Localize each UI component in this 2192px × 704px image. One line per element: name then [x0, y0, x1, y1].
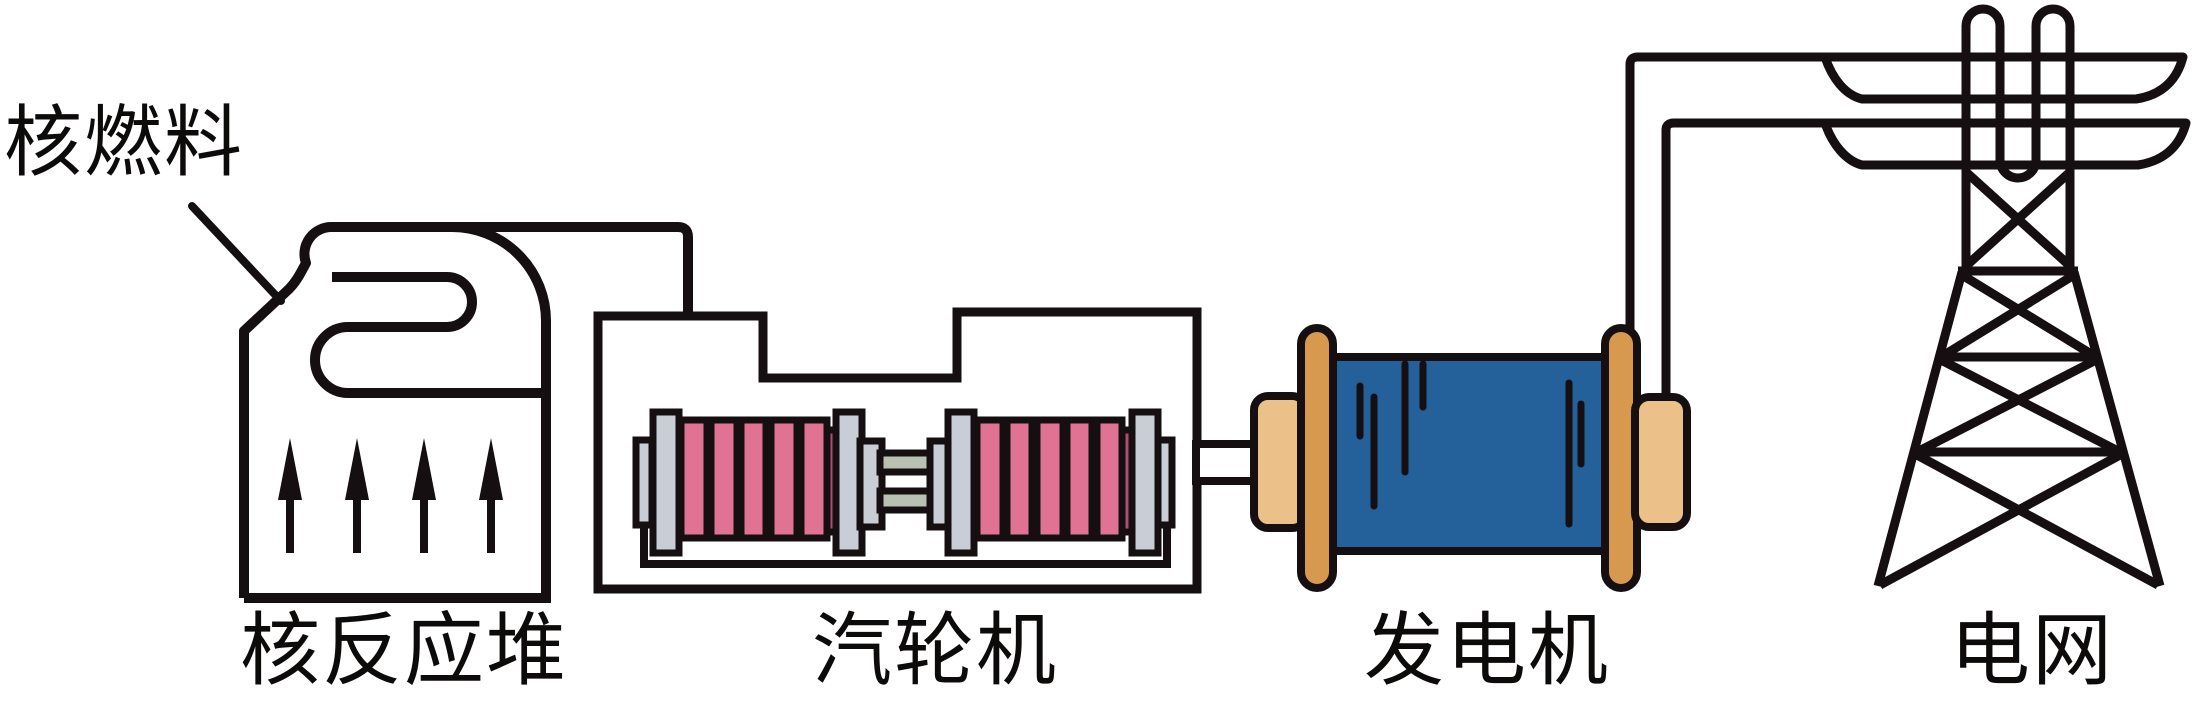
turbine-rotor-right	[944, 408, 1162, 557]
up-arrow-head-icon	[412, 438, 436, 500]
tower-xbrace-2	[1938, 271, 2099, 361]
tower-xbrace-4	[1877, 451, 2161, 589]
label-generator: 发电机	[1364, 608, 1610, 696]
reactor-steam-coil	[310, 272, 546, 398]
turbine-blade	[1003, 416, 1036, 542]
power-grid-tower	[1820, 4, 2191, 589]
reactor-outline-and-steam-pipe	[239, 221, 693, 598]
turbine-blade	[1063, 416, 1096, 542]
rotor-shaft-bar	[876, 449, 938, 476]
transmission-wires	[1625, 52, 1830, 400]
turbine-blade	[973, 416, 1007, 542]
rotor-end-disc	[1128, 408, 1162, 557]
tower-xbrace-3	[1914, 355, 2123, 457]
turbine-blade	[767, 416, 801, 542]
reactor-vessel	[239, 221, 693, 603]
steam-turbine	[593, 307, 1262, 594]
wire-generator-to-lower-arm	[1661, 118, 1830, 400]
heat-arrows	[278, 438, 503, 553]
turbine-rotor-left	[649, 408, 866, 557]
label-nuclear-fuel: 核燃料	[4, 99, 245, 186]
rotor-shaft-bar	[876, 487, 938, 514]
reactor-right-wall	[244, 222, 551, 603]
turbine-blade	[1033, 416, 1067, 542]
label-power-grid: 电网	[1950, 608, 2114, 696]
turbine-blade	[797, 416, 831, 542]
tower-xbrace-1	[1962, 168, 2074, 270]
turbine-blade	[707, 416, 741, 542]
tower-insulator-loops	[1961, 4, 2075, 272]
up-arrow-head-icon	[479, 438, 503, 500]
rotor-end-disc	[944, 408, 978, 557]
fuel-leader-line	[188, 202, 285, 305]
turbine-blade	[677, 416, 711, 542]
generator	[1250, 324, 1691, 592]
turbine-blade	[737, 416, 770, 542]
label-steam-turbine: 汽轮机	[812, 608, 1058, 696]
generator-coupling-right	[1631, 393, 1691, 531]
tower-legs	[1873, 270, 2165, 588]
label-reactor: 核反应堆	[240, 608, 568, 696]
turbine-blade	[1093, 416, 1126, 542]
up-arrow-head-icon	[345, 438, 369, 500]
tower-crossarm-lower	[1820, 118, 2191, 170]
rotor-end-disc	[649, 408, 683, 557]
wire-generator-to-upper-arm	[1625, 52, 1830, 334]
up-arrow-head-icon	[278, 438, 302, 500]
turbine-output-shaft	[1192, 440, 1262, 485]
winding-detail-marks	[1356, 360, 1585, 528]
generator-flange-left	[1297, 324, 1337, 592]
